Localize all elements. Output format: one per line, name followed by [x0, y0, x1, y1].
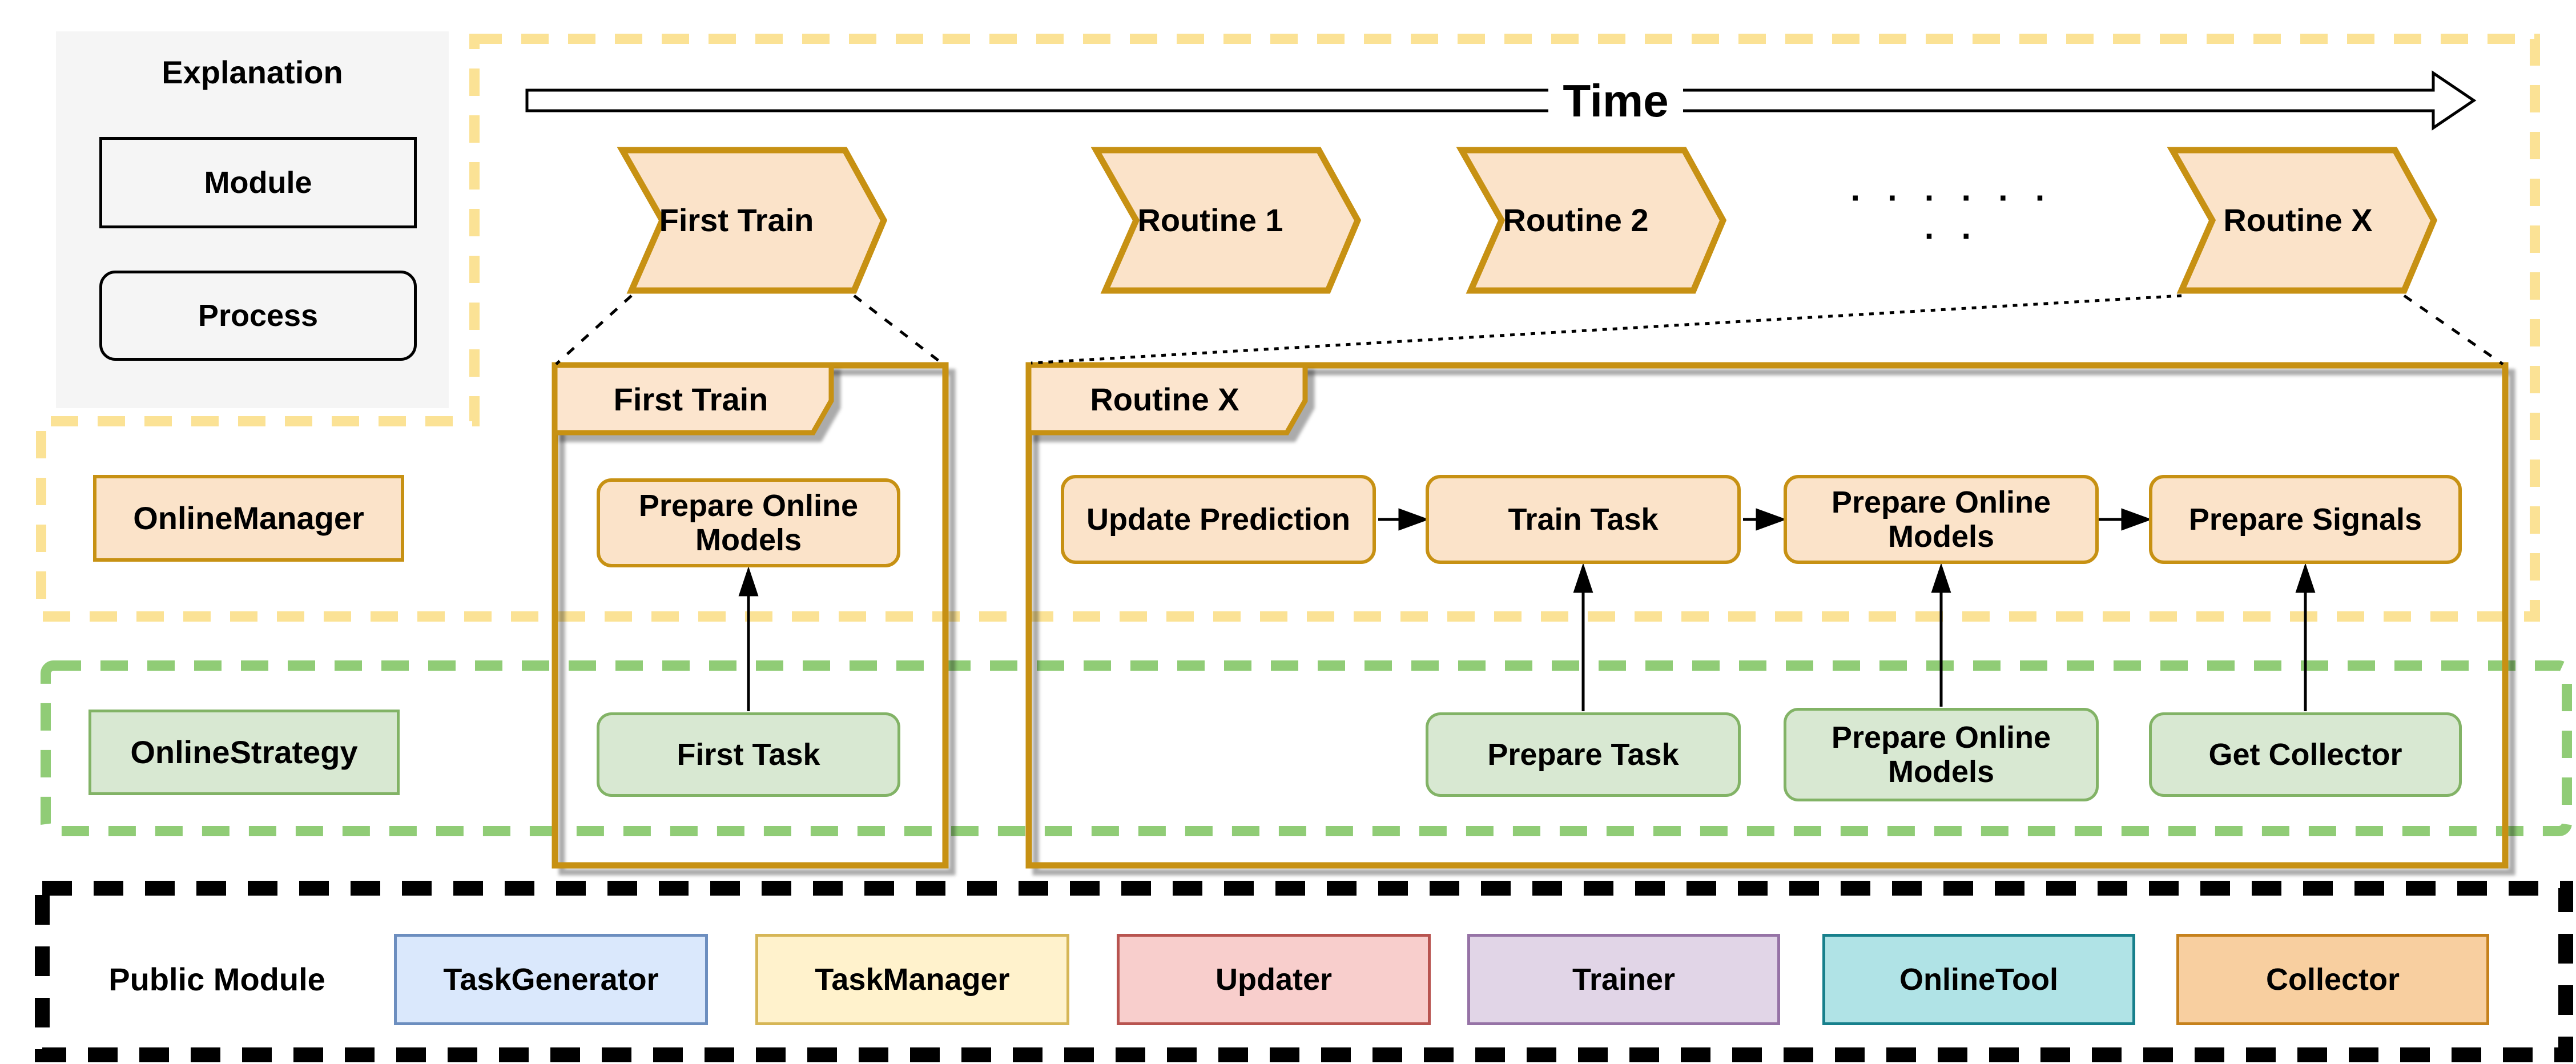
arrowhead	[2295, 563, 2316, 593]
arrowhead	[738, 566, 759, 597]
module-task-manager: TaskManager	[755, 934, 1069, 1025]
first-train-chevron-shape	[617, 147, 888, 294]
routine-2-chevron-shape	[1456, 147, 1727, 294]
zoom-connectors	[555, 294, 2504, 366]
process-prepare-online-models-first-train: Prepare Online Models	[597, 478, 900, 567]
phase-label-first-train: First Train	[659, 201, 814, 238]
online-strategy-label: OnlineStrategy	[88, 710, 400, 795]
first-train-folder-tab-shape	[552, 362, 834, 436]
online-manager-label: OnlineManager	[93, 475, 404, 562]
routine-x-connector-left	[1031, 294, 2182, 365]
process-get-collector: Get Collector	[2149, 712, 2462, 797]
public-module-region-border	[35, 881, 2573, 1062]
public-module-label: Public Module	[108, 961, 325, 997]
process-first-task: First Task	[597, 712, 900, 797]
first-train-connector-right	[853, 295, 944, 365]
module-updater: Updater	[1117, 934, 1431, 1025]
routine-1-chevron-shape	[1090, 147, 1362, 294]
phase-label-routine-1: Routine 1	[1137, 201, 1283, 238]
flow-arrows	[738, 508, 2316, 711]
legend-module-sample: Module	[99, 137, 417, 228]
process-prepare-signals: Prepare Signals	[2149, 475, 2462, 564]
arrowhead	[2121, 508, 2152, 531]
process-prepare-online-models-manager: Prepare Online Models	[1784, 475, 2099, 564]
routine-x-folder-tab-shape	[1026, 362, 1308, 436]
first-train-connector-left	[555, 295, 633, 365]
online-manager-region-border	[36, 34, 2540, 622]
module-online-tool: OnlineTool	[1822, 934, 2135, 1025]
time-axis-arrow	[525, 70, 2477, 131]
phase-chevrons	[617, 147, 2438, 294]
first-train-folder-tab-label: First Train	[613, 381, 768, 417]
process-prepare-online-models-strategy: Prepare Online Models	[1784, 708, 2099, 801]
process-train-task: Train Task	[1426, 475, 1741, 564]
phase-label-routine-2: Routine 2	[1503, 201, 1649, 238]
legend-process-sample: Process	[99, 271, 417, 361]
legend-panel: Explanation Module Process	[56, 31, 449, 408]
routine-x-folder-outline	[1025, 362, 2509, 869]
routine-x-chevron-shape	[2167, 147, 2438, 294]
arrowhead	[1573, 563, 1593, 593]
arrowhead	[1931, 563, 1951, 593]
legend-title: Explanation	[162, 54, 343, 90]
online-strategy-region-border	[41, 660, 2572, 836]
process-prepare-task: Prepare Task	[1426, 712, 1741, 797]
routine-x-folder-tab-label: Routine X	[1090, 381, 1239, 417]
arrowhead	[1756, 508, 1787, 531]
module-task-generator: TaskGenerator	[394, 934, 708, 1025]
routine-x-connector-right	[2403, 294, 2504, 366]
module-trainer: Trainer	[1467, 934, 1780, 1025]
phase-label-routine-x: Routine X	[2223, 201, 2373, 238]
process-update-prediction: Update Prediction	[1061, 475, 1376, 564]
arrowhead	[1398, 508, 1430, 531]
module-collector: Collector	[2176, 934, 2489, 1025]
time-axis-label: Time	[1548, 70, 1683, 132]
phase-ellipsis: · · · · · · · ·	[1850, 178, 2055, 255]
